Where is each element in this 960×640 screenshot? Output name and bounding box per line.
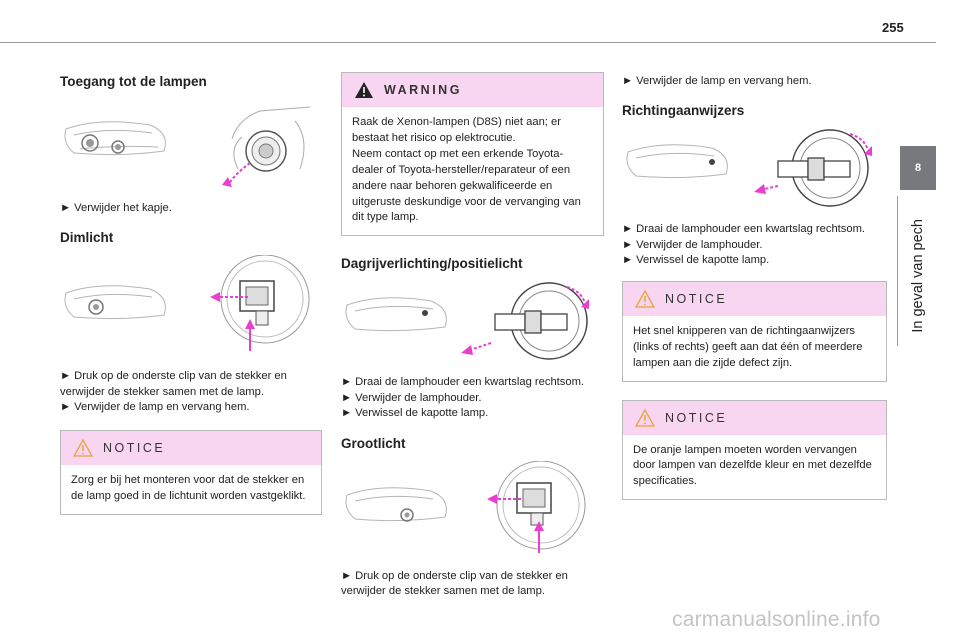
chapter-title-text: In geval van pech <box>910 219 926 333</box>
step-indicator-remove: ► Verwijder de lamphouder. <box>622 238 763 251</box>
section-title-indicators: Richtingaanwijzers <box>622 103 745 119</box>
warning-text-1: Raak de Xenon-lampen (D8S) niet aan; er … <box>352 116 561 144</box>
column-1: Toegang tot de lampen ► Verwijder he <box>60 74 322 515</box>
notice-box-2: NOTICE Het snel knipperen van de richtin… <box>622 280 887 382</box>
chapter-title: In geval van pech <box>901 196 935 356</box>
warning-box: WARNING Raak de Xenon-lampen (D8S) niet … <box>341 72 604 237</box>
section-title-high-beam: Grootlicht <box>341 435 406 451</box>
warning-text-2: Neem contact op met een erkende Toyota-d… <box>352 147 581 224</box>
chapter-tab[interactable]: 8 <box>900 146 936 190</box>
step-drl-remove: ► Verwijder de lamphouder. <box>341 391 482 404</box>
notice-triangle-icon <box>73 438 93 457</box>
notice-text: Zorg er bij het monteren voor dat de ste… <box>71 473 306 502</box>
step-remove-cover: ► Verwijder het kapje. <box>60 202 172 214</box>
notice-header: NOTICE <box>623 281 886 316</box>
high-beam-illustration <box>345 460 586 553</box>
section-title-low-beam: Dimlicht <box>60 230 114 246</box>
step-replace-lamp: ► Verwijder de lamp en vervang hem. <box>60 401 250 414</box>
section-title-drl: Dagrijverlichting/positielicht <box>341 256 523 272</box>
notice-text: De oranje lampen moeten worden vervangen… <box>633 443 872 488</box>
headlamp-cover-illustration <box>64 106 311 187</box>
step-drl-replace: ► Verwissel de kapotte lamp. <box>341 407 489 420</box>
warning-body: Raak de Xenon-lampen (D8S) niet aan; er … <box>342 107 603 235</box>
notice-box-1: NOTICE Zorg er bij het monteren voor dat… <box>60 429 322 515</box>
indicators-illustration <box>626 129 872 208</box>
chapter-divider <box>897 196 898 346</box>
illustration-high-beam <box>341 460 604 559</box>
illustration-low-beam <box>60 255 322 359</box>
column-3: ► Verwijder de lamp en vervang hem. Rich… <box>622 74 887 501</box>
header-divider <box>0 42 936 43</box>
step-indicator-rotate: ► Draai de lamphouder een kwartslag rech… <box>622 223 866 236</box>
notice-triangle-icon <box>635 289 655 308</box>
drl-illustration <box>345 282 589 361</box>
step-indicator-replace: ► Verwissel de kapotte lamp. <box>622 254 770 267</box>
notice-header: NOTICE <box>61 430 321 465</box>
notice-header: NOTICE <box>623 400 886 435</box>
illustration-access-cover <box>60 99 322 191</box>
step-high-beam-clip: ► Druk op de onderste clip van de stekke… <box>341 569 568 598</box>
warning-triangle-icon <box>355 82 373 98</box>
notice-triangle-icon <box>635 408 655 427</box>
notice-title: NOTICE <box>665 291 728 306</box>
low-beam-illustration <box>64 255 310 352</box>
step-high-beam-replace: ► Verwijder de lamp en vervang hem. <box>622 75 812 87</box>
warning-header: WARNING <box>342 73 603 107</box>
illustration-drl <box>341 281 604 365</box>
column-2: WARNING Raak de Xenon-lampen (D8S) niet … <box>341 72 604 600</box>
step-drl-rotate: ► Draai de lamphouder een kwartslag rech… <box>341 376 585 389</box>
section-title-access: Toegang tot de lampen <box>60 74 207 89</box>
watermark: carmanualsonline.info <box>672 608 881 631</box>
step-press-clip: ► Druk op de onderste clip van de stekke… <box>60 370 287 398</box>
notice-text: Het snel knipperen van de richtingaanwij… <box>633 324 863 369</box>
notice-title: NOTICE <box>103 440 166 455</box>
illustration-indicators <box>622 128 887 212</box>
notice-box-3: NOTICE De oranje lampen moeten worden ve… <box>622 399 887 501</box>
notice-title: NOTICE <box>665 410 728 425</box>
warning-title: WARNING <box>384 83 462 97</box>
page-number: 255 <box>882 20 904 35</box>
